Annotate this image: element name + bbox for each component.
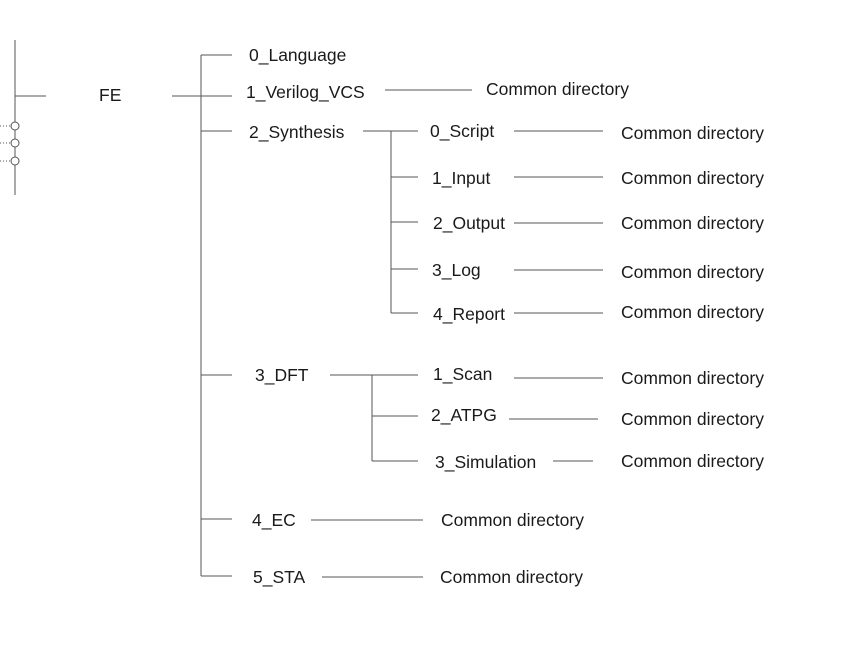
node-verilog-vcs: 1_Verilog_VCS bbox=[246, 82, 365, 102]
leaf-output: Common directory bbox=[621, 213, 764, 233]
left-node-1 bbox=[10, 121, 20, 131]
node-input: 1_Input bbox=[432, 168, 491, 188]
node-script: 0_Script bbox=[430, 121, 495, 141]
leaf-script: Common directory bbox=[621, 123, 764, 143]
node-scan: 1_Scan bbox=[433, 364, 493, 384]
leaf-scan: Common directory bbox=[621, 368, 764, 388]
root-node-fe: FE bbox=[99, 85, 122, 105]
leaf-atpg: Common directory bbox=[621, 409, 764, 429]
node-report: 4_Report bbox=[433, 304, 505, 324]
node-synthesis: 2_Synthesis bbox=[249, 122, 345, 142]
node-ec: 4_EC bbox=[252, 510, 296, 530]
leaf-report: Common directory bbox=[621, 302, 764, 322]
node-language: 0_Language bbox=[249, 45, 347, 65]
node-atpg: 2_ATPG bbox=[431, 405, 497, 425]
node-log: 3_Log bbox=[432, 260, 481, 280]
leaf-input: Common directory bbox=[621, 168, 764, 188]
node-output: 2_Output bbox=[433, 213, 505, 233]
node-simulation: 3_Simulation bbox=[435, 452, 537, 472]
node-dft: 3_DFT bbox=[255, 365, 309, 385]
left-node-2 bbox=[10, 138, 20, 148]
leaf-verilog: Common directory bbox=[486, 79, 629, 99]
leaf-sta: Common directory bbox=[440, 567, 583, 587]
leaf-ec: Common directory bbox=[441, 510, 584, 530]
leaf-log: Common directory bbox=[621, 262, 764, 282]
left-node-3 bbox=[10, 156, 20, 166]
node-sta: 5_STA bbox=[253, 567, 306, 587]
leaf-simulation: Common directory bbox=[621, 451, 764, 471]
